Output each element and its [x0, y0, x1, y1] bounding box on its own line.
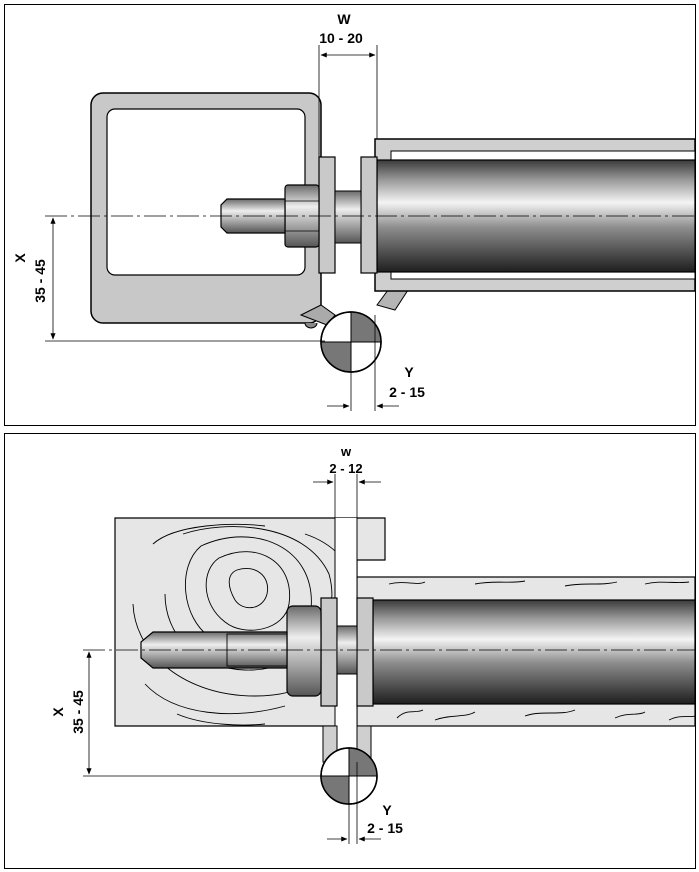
shaft — [334, 190, 362, 244]
y-label: Y — [382, 802, 392, 818]
dimension-w: w 2 - 12 — [313, 444, 381, 518]
x-range: 35 - 45 — [32, 259, 48, 303]
ball — [320, 747, 378, 805]
w-range: 10 - 20 — [319, 30, 363, 46]
bolt — [140, 631, 288, 669]
dimension-w: W 10 - 20 — [318, 11, 378, 157]
dimension-y: Y 2 - 15 — [327, 315, 425, 411]
cylinder-flange — [356, 597, 374, 707]
top-diagram-panel: W 10 - 20 X 35 - 45 Y 2 - 15 — [4, 4, 696, 426]
w-label: W — [337, 11, 351, 27]
dimension-x: X 35 - 45 — [50, 651, 321, 777]
y-label: Y — [404, 364, 414, 380]
dimension-x: X 35 - 45 — [12, 217, 325, 342]
w-label: w — [340, 444, 352, 459]
dimension-y: Y 2 - 15 — [327, 762, 403, 844]
cylinder-flange — [360, 156, 378, 274]
y-range: 2 - 15 — [389, 384, 425, 400]
x-label: X — [50, 707, 66, 717]
cylinder-body — [372, 599, 695, 705]
bottom-diagram: w 2 - 12 X 35 - 45 Y 2 - 15 — [50, 444, 695, 844]
x-label: X — [12, 253, 28, 263]
x-range: 35 - 45 — [70, 690, 86, 734]
nut — [286, 605, 322, 697]
bottom-diagram-panel: w 2 - 12 X 35 - 45 Y 2 - 15 — [4, 433, 696, 869]
washer-plate — [320, 597, 338, 707]
washer-plate — [318, 156, 336, 274]
ball — [320, 311, 382, 373]
w-range: 2 - 12 — [329, 461, 362, 476]
top-diagram: W 10 - 20 X 35 - 45 Y 2 - 15 — [12, 11, 695, 411]
y-range: 2 - 15 — [367, 820, 403, 836]
